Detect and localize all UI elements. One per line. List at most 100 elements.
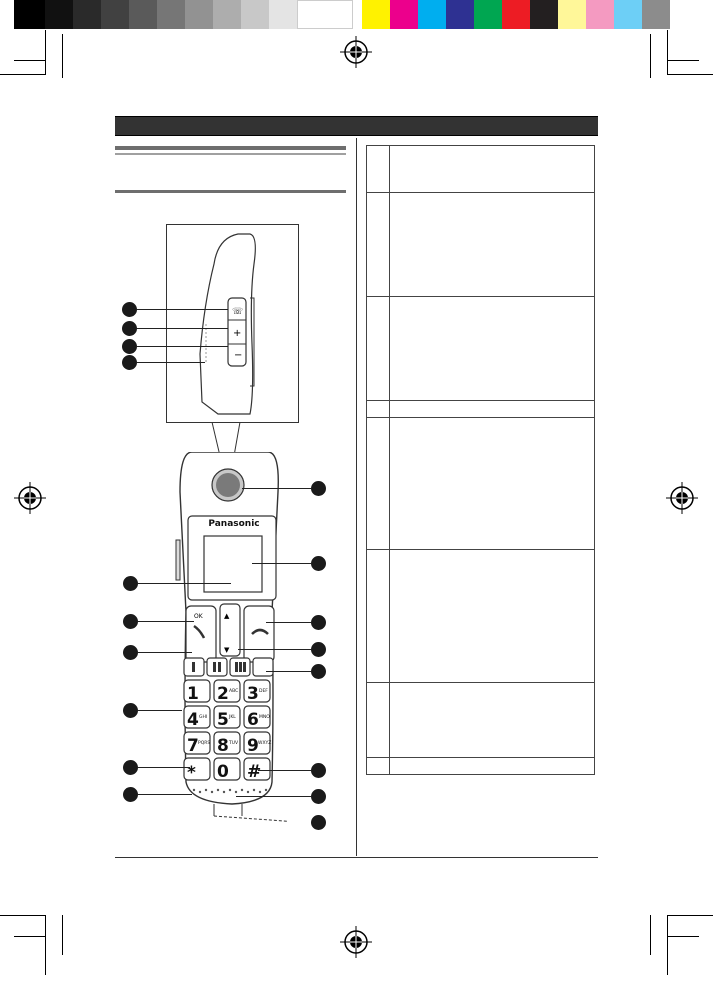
key-5-sublabel: JKL xyxy=(228,714,236,720)
callout-bullet xyxy=(311,615,326,630)
table-row xyxy=(366,192,595,297)
swatch-gray-10 xyxy=(269,0,297,29)
callout-bullet xyxy=(122,355,137,370)
callout-leader xyxy=(138,621,194,622)
callout-leader xyxy=(138,794,192,795)
table-row xyxy=(366,757,595,775)
callout-bullet xyxy=(311,556,326,571)
key-8-label: 8 xyxy=(217,736,229,756)
swatch-red xyxy=(502,0,530,29)
table-row xyxy=(366,682,595,758)
table-row xyxy=(366,296,595,401)
callout-leader xyxy=(137,346,228,347)
callout-bullet xyxy=(311,642,326,657)
callout-bullet xyxy=(311,481,326,496)
key-5-label: 5 xyxy=(217,710,229,730)
key-3-sublabel: DEF xyxy=(259,688,268,694)
callout-bullet xyxy=(311,763,326,778)
key-4-sublabel: GHI xyxy=(199,714,207,720)
key-7-sublabel: PQRS xyxy=(198,740,210,746)
key-6-sublabel: MNO xyxy=(259,714,270,720)
brand-logo: Panasonic xyxy=(208,519,260,529)
swatch-gray-8 xyxy=(213,0,241,29)
callout-leader xyxy=(266,671,311,672)
registration-mark-bottom xyxy=(340,926,372,958)
swatch-green xyxy=(474,0,502,29)
callout-bullet xyxy=(122,321,137,336)
swatch-light-cyan xyxy=(614,0,642,29)
callout-leader xyxy=(242,488,311,489)
swatch-magenta xyxy=(390,0,418,29)
svg-text:☏: ☏ xyxy=(232,307,243,317)
key-9-label: 9 xyxy=(247,736,259,756)
callout-bullet xyxy=(311,815,326,830)
callout-leader xyxy=(266,622,311,623)
table-row xyxy=(366,417,595,550)
swatch-gray-9 xyxy=(241,0,269,29)
legend-table xyxy=(366,145,595,775)
svg-text:▲: ▲ xyxy=(224,612,230,620)
swatch-gray-6 xyxy=(157,0,185,29)
table-row xyxy=(366,549,595,683)
key-star-label: * xyxy=(187,763,196,783)
side-view-inset xyxy=(166,224,299,423)
callout-bullet xyxy=(311,664,326,679)
callout-leader xyxy=(252,563,311,564)
callout-bullet xyxy=(123,787,138,802)
swatch-gray-5 xyxy=(129,0,157,29)
footer-rule xyxy=(115,857,598,858)
section-rule-top-thin xyxy=(115,153,346,155)
svg-text:−: − xyxy=(234,350,242,361)
callout-bullet xyxy=(122,339,137,354)
key-3-label: 3 xyxy=(247,684,259,704)
callout-bullet xyxy=(123,614,138,629)
callout-leader xyxy=(138,652,192,653)
section-rule-top xyxy=(115,146,346,150)
svg-text:+: + xyxy=(233,328,241,339)
registration-mark-right xyxy=(666,482,698,514)
callout-leader xyxy=(238,649,311,650)
key-8-sublabel: TUV xyxy=(228,740,239,746)
key-0-label: 0 xyxy=(217,762,229,782)
callout-leader xyxy=(236,796,311,797)
key-6-label: 6 xyxy=(247,710,259,730)
callout-leader xyxy=(138,767,190,768)
key-4-label: 4 xyxy=(187,710,199,730)
key-1-label: 1 xyxy=(187,684,199,704)
callout-leader xyxy=(138,710,182,711)
callout-leader xyxy=(138,583,231,584)
swatch-pink xyxy=(586,0,614,29)
callout-leader xyxy=(137,362,205,363)
handset-side-view: ☏ + − xyxy=(199,233,256,415)
ok-key-label: OK xyxy=(194,613,204,620)
table-row xyxy=(366,145,595,193)
registration-mark-left xyxy=(14,482,46,514)
swatch-gray-4 xyxy=(101,0,129,29)
callout-bullet xyxy=(123,760,138,775)
callout-leader xyxy=(137,328,228,329)
callout-bullet xyxy=(123,576,138,591)
key-9-sublabel: WXYZ xyxy=(258,740,271,746)
swatch-gray-2 xyxy=(45,0,73,29)
key-hash-label: # xyxy=(247,762,261,782)
callout-leader xyxy=(137,309,228,310)
column-divider xyxy=(356,138,357,856)
section-rule-bottom xyxy=(115,190,346,193)
swatch-cyan xyxy=(418,0,446,29)
swatch-light-yellow xyxy=(558,0,586,29)
chapter-header-bar xyxy=(115,116,598,136)
registration-mark-top xyxy=(340,36,372,68)
swatch-gray-1 xyxy=(14,0,45,29)
key-2-label: 2 xyxy=(217,684,229,704)
callout-bullet xyxy=(311,789,326,804)
swatch-yellow xyxy=(362,0,390,29)
callout-bullet xyxy=(122,302,137,317)
inset-pointer xyxy=(211,422,241,457)
swatch-white xyxy=(297,0,353,29)
key-7-label: 7 xyxy=(187,736,199,756)
swatch-gray-3 xyxy=(73,0,101,29)
swatch-gray-7 xyxy=(185,0,213,29)
callout-bullet xyxy=(123,645,138,660)
swatch-blue xyxy=(446,0,474,29)
table-row xyxy=(366,400,595,418)
